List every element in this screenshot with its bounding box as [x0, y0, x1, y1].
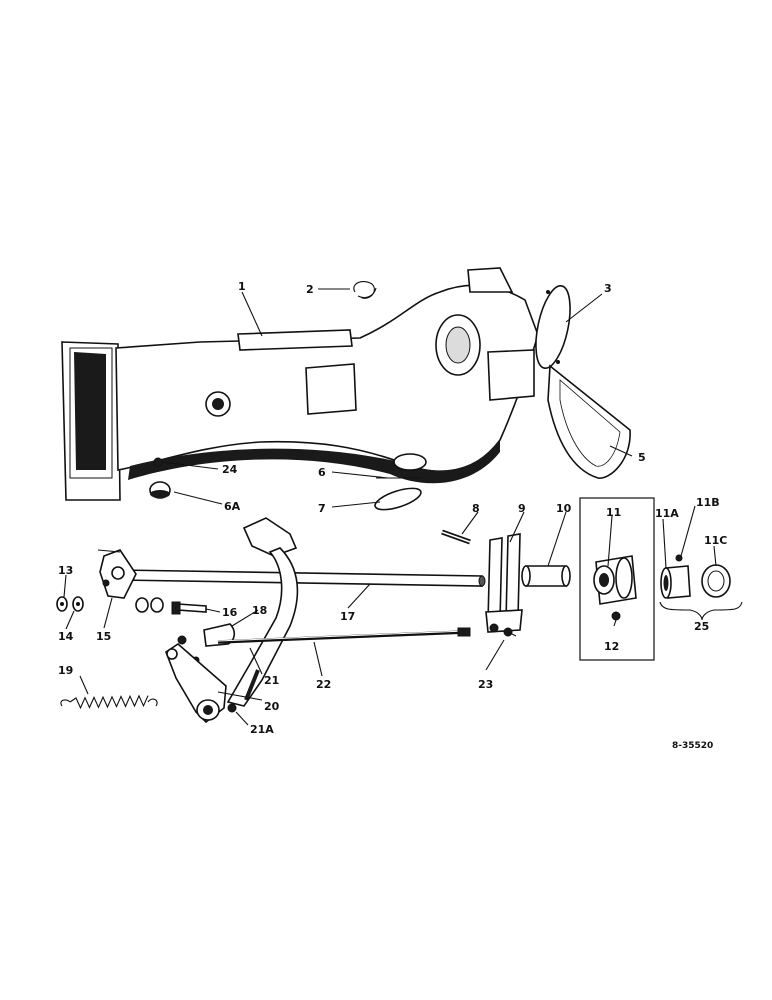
callout-21a: 21A	[250, 723, 274, 736]
callout-6a: 6A	[224, 500, 241, 513]
callout-1: 1	[238, 280, 246, 293]
callout-15: 15	[96, 630, 111, 643]
callout-7: 7	[318, 502, 326, 515]
clutch-housing-part	[61, 267, 539, 501]
inspection-cover-part-5	[547, 364, 631, 479]
callout-8: 8	[472, 502, 480, 515]
shaft-lever-part-15	[97, 549, 137, 599]
callout-16: 16	[222, 606, 238, 619]
callout-labels: 1 2 3 5 24 6A 6 7 8 9 10 11 11A 11B 11C …	[58, 280, 727, 751]
callout-14: 14	[58, 630, 74, 643]
callout-17: 17	[340, 610, 355, 623]
release-fork-part-9	[485, 533, 523, 633]
callout-10: 10	[556, 502, 572, 515]
drawing-code: 8-35520	[672, 741, 713, 751]
washer-near-part-16	[135, 597, 164, 613]
callout-9: 9	[518, 502, 526, 515]
callout-6: 6	[318, 466, 326, 479]
nut-part-14	[72, 596, 84, 612]
cross-shaft-part-17	[119, 569, 486, 587]
screw-part-12	[611, 611, 621, 621]
callout-19: 19	[58, 664, 73, 677]
callout-11a: 11A	[655, 507, 679, 520]
callout-25: 25	[694, 620, 709, 633]
callout-18: 18	[252, 604, 267, 617]
callout-11: 11	[606, 506, 621, 519]
leader-lines	[63, 288, 717, 726]
bolt-part-23	[503, 627, 517, 637]
adjusting-rod-part-22	[217, 627, 471, 644]
callout-20: 20	[264, 700, 280, 713]
callout-24: 24	[222, 463, 238, 476]
clip-part-2	[353, 281, 377, 299]
screw-part-21a	[227, 703, 237, 713]
part-11-group-box	[579, 497, 655, 661]
bearing-part-11c	[701, 564, 731, 598]
callout-2: 2	[306, 283, 314, 296]
callout-21: 21	[264, 674, 279, 687]
plug-part-6a	[149, 481, 171, 499]
assembly-bracket-25	[659, 601, 743, 621]
bolt-part-16	[171, 601, 207, 615]
cover-part-7	[374, 487, 422, 511]
washer-part-13	[56, 596, 68, 612]
clutch-pedal-part-21	[226, 517, 299, 707]
return-spring-part-19	[60, 694, 158, 710]
grease-fitting-part-11b	[675, 554, 683, 562]
callout-11c: 11C	[704, 534, 727, 547]
callout-12: 12	[604, 640, 619, 653]
pin-part-8	[441, 529, 471, 545]
callout-11b: 11B	[696, 496, 720, 509]
sleeve-part-10	[521, 565, 571, 587]
pedal-lever-part-20	[165, 642, 227, 724]
callout-5: 5	[638, 451, 646, 464]
callout-22: 22	[316, 678, 331, 691]
callout-3: 3	[604, 282, 612, 295]
bearing-race-part-11a	[660, 565, 691, 599]
callout-23: 23	[478, 678, 493, 691]
bearing-carrier-part-11	[593, 555, 637, 605]
callout-13: 13	[58, 564, 73, 577]
cover-plate-part-3	[535, 284, 571, 370]
